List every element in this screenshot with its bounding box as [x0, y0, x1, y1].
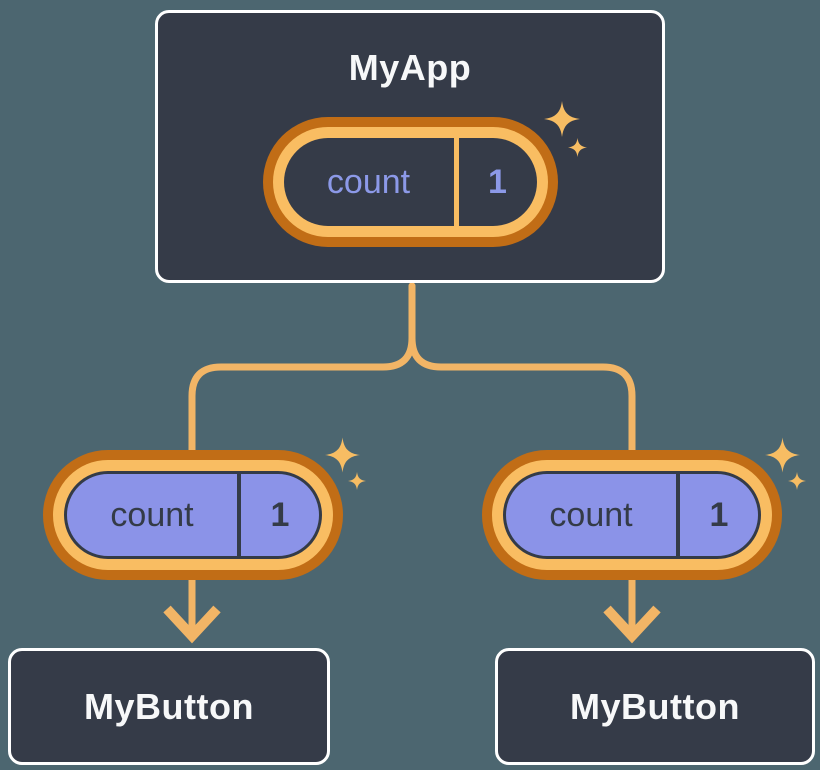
state-pill-right: count 1: [482, 450, 782, 580]
pill-divider: [237, 474, 241, 556]
state-value: 1: [270, 495, 290, 534]
sparkle-icon: [788, 472, 806, 490]
state-value: 1: [709, 495, 729, 534]
arrow-down-icon: [603, 605, 661, 644]
sparkle-icon: [325, 437, 360, 473]
state-pill-root: count 1: [262, 117, 558, 247]
state-value: 1: [488, 162, 507, 201]
sparkle-icon: [544, 101, 580, 137]
node-myapp: MyApp count 1: [155, 10, 665, 283]
node-mybutton-left: MyButton: [8, 648, 330, 765]
state-name: count: [549, 495, 633, 534]
state-name: count: [326, 162, 411, 201]
connector-right-branch: [408, 282, 636, 632]
arrow-down-icon: [163, 605, 221, 644]
state-name: count: [110, 495, 194, 534]
state-pill-left: count 1: [43, 450, 343, 580]
pill-divider: [676, 474, 680, 556]
node-mybutton-right: MyButton: [495, 648, 815, 765]
sparkle-icon: [765, 437, 800, 473]
node-myapp-label: MyApp: [348, 47, 472, 88]
sparkle-icon: [568, 138, 587, 157]
pill-divider: [453, 138, 459, 226]
node-mybutton-right-label: MyButton: [570, 685, 740, 727]
sparkle-icon: [348, 472, 366, 490]
node-mybutton-left-label: MyButton: [84, 685, 254, 727]
